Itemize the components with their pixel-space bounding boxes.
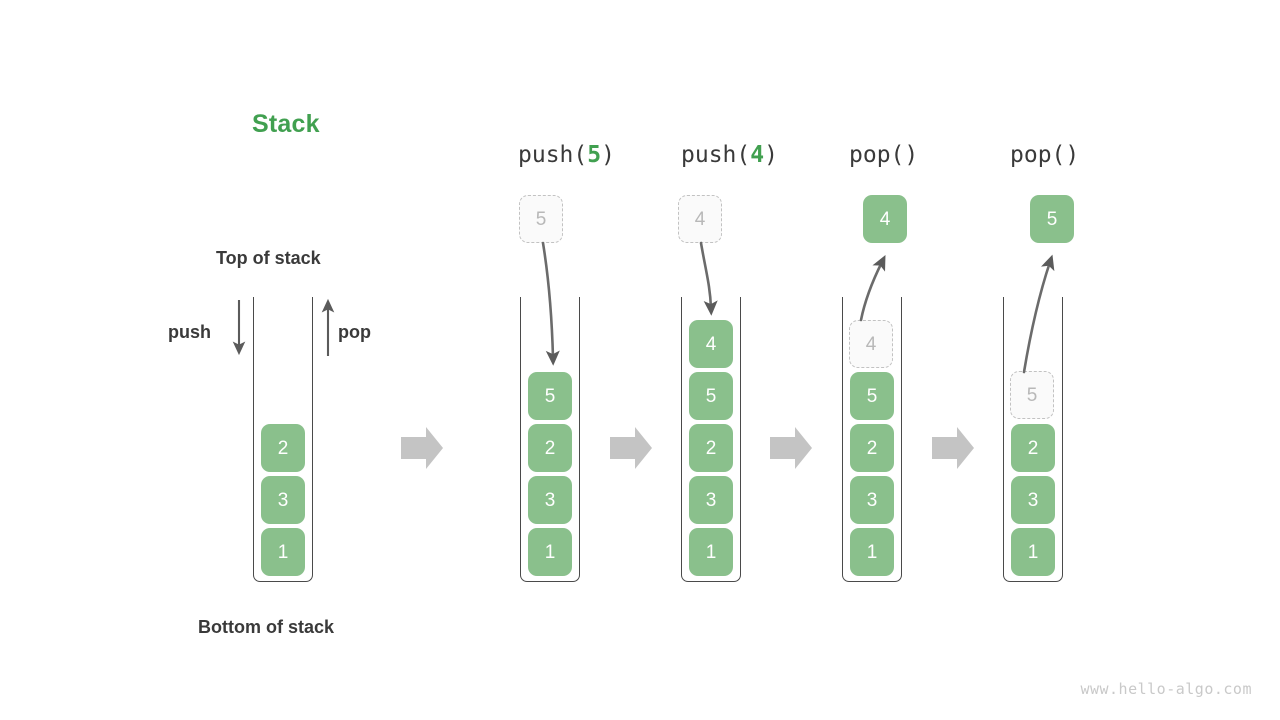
stack-container: [1003, 297, 1063, 582]
stack-cell: 1: [850, 528, 894, 576]
watermark: www.hello-algo.com: [1080, 680, 1252, 698]
stack-cell: 3: [850, 476, 894, 524]
stack-cell: 2: [689, 424, 733, 472]
transition-arrow-3: [770, 427, 812, 469]
removed-element-ghost: 4: [849, 320, 893, 368]
stack-cell: 1: [528, 528, 572, 576]
operation-label-pop-2: pop(): [1010, 142, 1079, 168]
stack-cell: 2: [1011, 424, 1055, 472]
operation-label-pop-1: pop(): [849, 142, 918, 168]
op-suffix: ): [904, 142, 919, 168]
stack-cell: 5: [850, 372, 894, 420]
bottom-of-stack-label: Bottom of stack: [198, 617, 335, 637]
stack-cell: 2: [850, 424, 894, 472]
transition-arrow-4: [932, 427, 974, 469]
stack-cell: 1: [261, 528, 305, 576]
op-arg: 4: [750, 142, 765, 168]
stack-cell: 3: [1011, 476, 1055, 524]
popped-element: 4: [863, 195, 907, 243]
pop-label: pop: [338, 322, 371, 342]
push-label: push: [168, 322, 211, 342]
stack-container: [681, 297, 741, 582]
stack-cell: 3: [528, 476, 572, 524]
page-title: Stack: [252, 110, 320, 138]
stack-cell: 2: [261, 424, 305, 472]
stack-cell: 1: [1011, 528, 1055, 576]
popped-element: 5: [1030, 195, 1074, 243]
op-suffix: ): [1065, 142, 1080, 168]
removed-element-ghost: 5: [1010, 371, 1054, 419]
stack-container: [842, 297, 902, 582]
stack-container: [520, 297, 580, 582]
stack-cell: 2: [528, 424, 572, 472]
incoming-element: 5: [519, 195, 563, 243]
operation-label-push-5: push(5): [518, 142, 615, 168]
op-suffix: ): [764, 142, 778, 168]
incoming-element: 4: [678, 195, 722, 243]
stack-cell: 1: [689, 528, 733, 576]
op-prefix: push(: [518, 142, 588, 168]
op-prefix: pop(: [1010, 142, 1066, 168]
stack-cell: 4: [689, 320, 733, 368]
stack-cell: 5: [689, 372, 733, 420]
stack-cell: 3: [689, 476, 733, 524]
transition-arrow-1: [401, 427, 443, 469]
op-suffix: ): [601, 142, 615, 168]
transition-arrow-2: [610, 427, 652, 469]
op-prefix: pop(: [849, 142, 905, 168]
op-arg: 5: [587, 142, 602, 168]
top-of-stack-label: Top of stack: [216, 248, 321, 268]
stack-cell: 3: [261, 476, 305, 524]
op-prefix: push(: [681, 142, 751, 168]
stack-cell: 5: [528, 372, 572, 420]
operation-label-push-4: push(4): [681, 142, 778, 168]
stack-container: [253, 297, 313, 582]
